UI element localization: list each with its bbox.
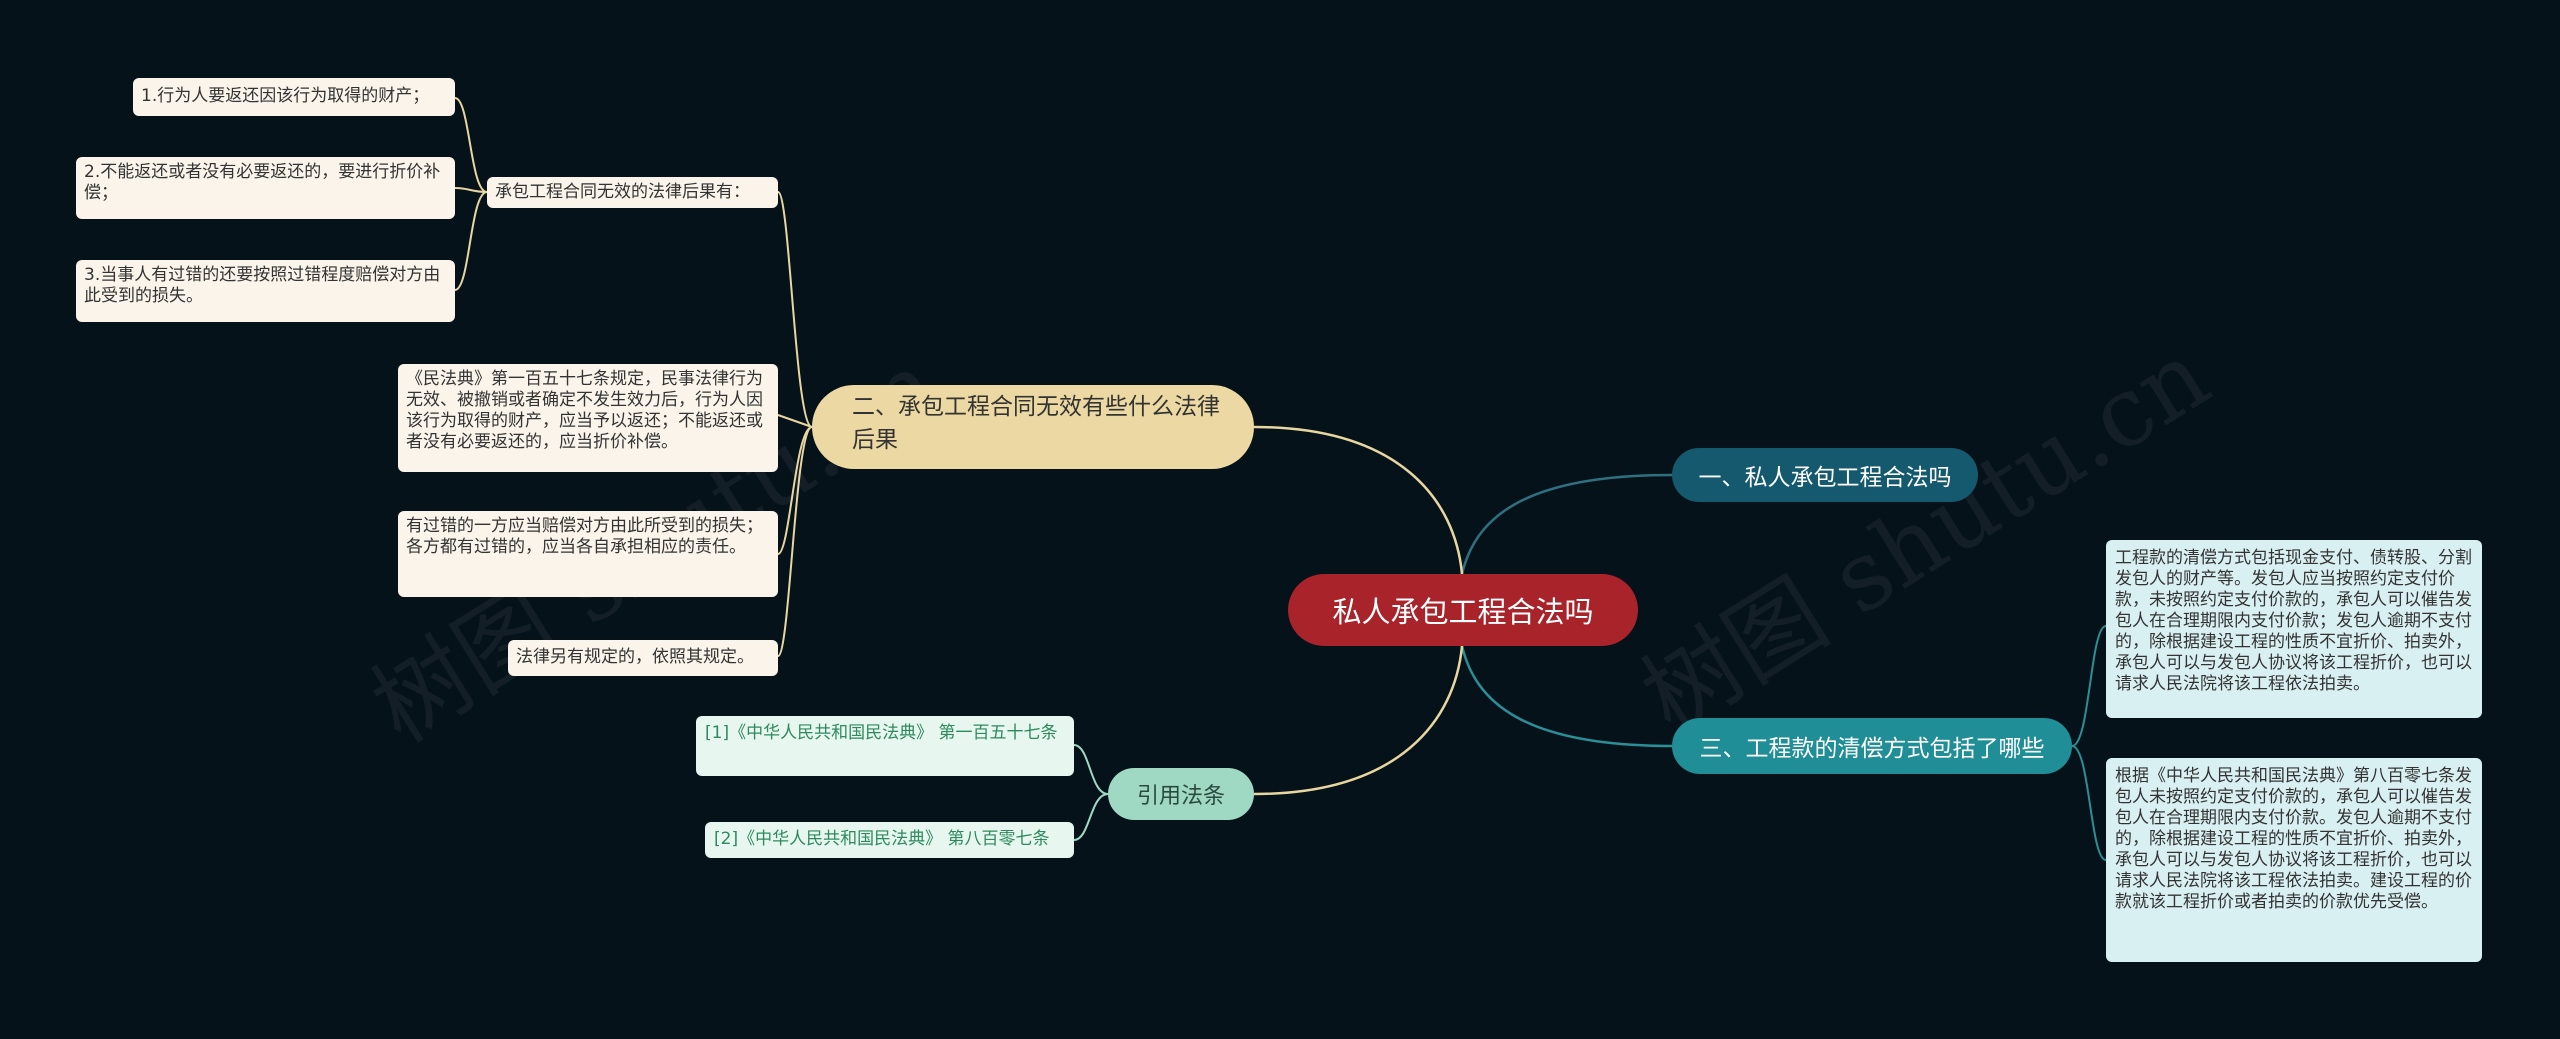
branch-legality[interactable]: 一、私人承包工程合法吗 bbox=[1672, 448, 1978, 502]
consequences-label: 承包工程合同无效的法律后果有： bbox=[495, 182, 750, 202]
reference-item-2[interactable]: [2]《中华人民共和国民法典》 第八百零七条 bbox=[705, 822, 1074, 858]
branch-payment-methods[interactable]: 三、工程款的清偿方式包括了哪些 bbox=[1672, 718, 2072, 774]
root-topic-label: 私人承包工程合法吗 bbox=[1332, 595, 1594, 629]
consequence-item-2[interactable]: 2.不能返还或者没有必要返还的，要进行折价补偿； bbox=[76, 157, 455, 219]
branch-invalid-contract[interactable]: 二、承包工程合同无效有些什么法律后果 bbox=[812, 385, 1254, 469]
root-topic[interactable]: 私人承包工程合法吗 bbox=[1288, 574, 1638, 646]
other-provisions-note[interactable]: 法律另有规定的，依照其规定。 bbox=[508, 640, 778, 676]
branch-payment-methods-label: 三、工程款的清偿方式包括了哪些 bbox=[1699, 736, 2045, 762]
consequence-item-1[interactable]: 1.行为人要返还因该行为取得的财产； bbox=[133, 78, 455, 116]
fault-liability-note[interactable]: 有过错的一方应当赔偿对方由此所受到的损失；各方都有过错的，应当各自承担相应的责任… bbox=[398, 511, 778, 597]
branch-cited-law[interactable]: 引用法条 bbox=[1108, 768, 1254, 820]
civil-code-807-note[interactable]: 根据《中华人民共和国民法典》第八百零七条发包人未按照约定支付价款的，承包人可以催… bbox=[2106, 758, 2482, 962]
branch-cited-law-label: 引用法条 bbox=[1136, 784, 1225, 809]
payment-methods-note[interactable]: 工程款的清偿方式包括现金支付、债转股、分割发包人的财产等。发包人应当按照约定支付… bbox=[2106, 540, 2482, 718]
consequences-node[interactable]: 承包工程合同无效的法律后果有： bbox=[487, 177, 778, 208]
branch-legality-label: 一、私人承包工程合法吗 bbox=[1698, 465, 1952, 491]
reference-item-1[interactable]: [1]《中华人民共和国民法典》 第一百五十七条 bbox=[696, 716, 1074, 776]
civil-code-157-note[interactable]: 《民法典》第一百五十七条规定，民事法律行为无效、被撤销或者确定不发生效力后，行为… bbox=[398, 364, 778, 472]
consequence-item-3[interactable]: 3.当事人有过错的还要按照过错程度赔偿对方由此受到的损失。 bbox=[76, 260, 455, 322]
branch-invalid-contract-label: 二、承包工程合同无效有些什么法律后果 bbox=[852, 394, 1220, 453]
